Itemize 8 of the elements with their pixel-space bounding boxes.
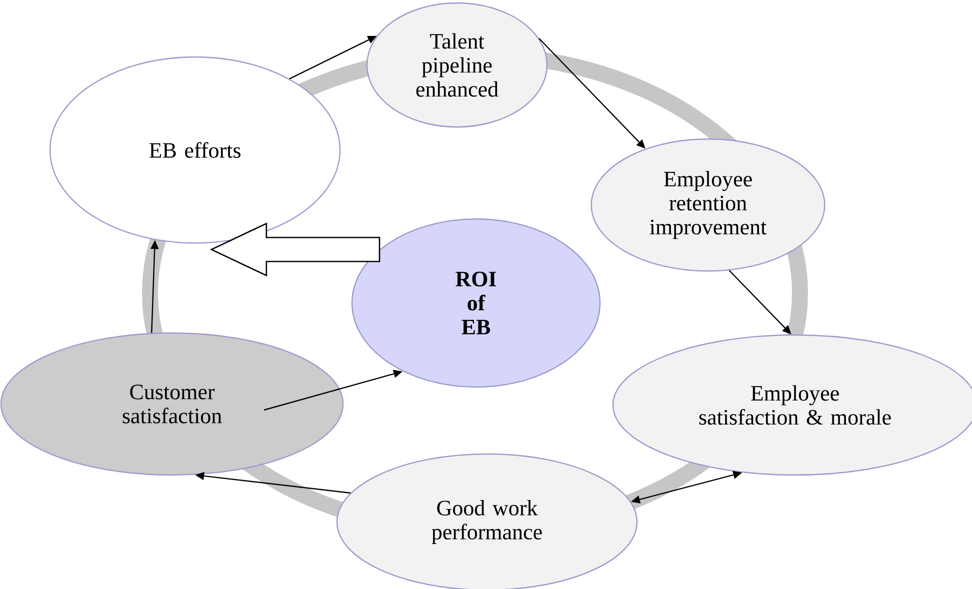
ellipse-node: Good work performance bbox=[336, 453, 638, 589]
ellipse-node: Talent pipeline enhanced bbox=[366, 2, 548, 128]
ellipse-node: Employee retention improvement bbox=[590, 138, 826, 272]
block-arrow bbox=[210, 222, 380, 277]
ellipse-node: EB efforts bbox=[49, 56, 341, 244]
ellipse-node: ROI of EB bbox=[351, 218, 601, 388]
ellipse-node: Employee satisfaction & morale bbox=[612, 334, 972, 476]
ellipse-node: Customer satisfaction bbox=[0, 332, 344, 476]
